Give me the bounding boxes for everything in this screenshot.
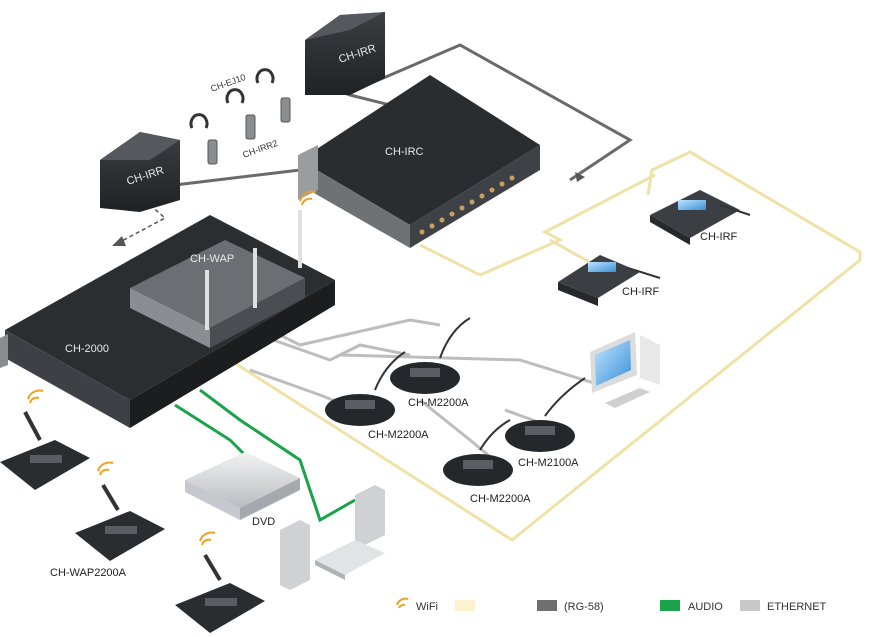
irr2-label: CH-IRR2 xyxy=(241,138,279,160)
wireless-delegate-unit xyxy=(75,483,165,561)
m2100a-label: CH-M2100A xyxy=(518,457,579,469)
ej10-label: CH-EJ10 xyxy=(209,72,247,94)
wifi-icon xyxy=(27,389,216,546)
dvd-label: DVD xyxy=(252,516,275,528)
wireless-delegate-unit xyxy=(0,411,90,490)
bnc-connectors xyxy=(419,175,515,235)
legend: WiFi (RG-58) AUDIO ETHERNET xyxy=(396,597,827,613)
dvd-player xyxy=(185,452,300,520)
m2200a-label-3: CH-M2200A xyxy=(470,493,531,505)
interpreter-unit-right xyxy=(650,190,751,245)
legend-audio-swatch xyxy=(660,600,680,611)
wap-label: CH-WAP xyxy=(190,253,234,265)
ir-radiator-left xyxy=(100,132,180,212)
legend-ethernet-swatch xyxy=(740,600,760,611)
wifi-icon xyxy=(396,597,409,609)
speaker-system xyxy=(280,485,385,590)
legend-rg58-label: (RG-58) xyxy=(564,601,604,613)
m2200a-label-1: CH-M2200A xyxy=(408,397,469,409)
irf-right-label: CH-IRF xyxy=(700,231,738,243)
wireless-delegate-unit xyxy=(175,553,265,633)
headphone-icon xyxy=(189,68,275,129)
wap2200a-label: CH-WAP2200A xyxy=(50,567,127,579)
computer-icon xyxy=(590,332,660,408)
legend-audio-label: AUDIO xyxy=(688,601,723,613)
legend-ir-swatch xyxy=(455,600,475,611)
delegate-unit xyxy=(390,317,471,394)
receiver-icon xyxy=(207,97,291,165)
cable-arrow xyxy=(575,172,585,182)
ir-radiator-top xyxy=(305,12,385,95)
ir-cable xyxy=(229,150,862,542)
ir-controller-unit xyxy=(298,75,540,248)
delegate-unit xyxy=(505,377,586,452)
irc-label: CH-IRC xyxy=(385,146,424,158)
m2200a-label-2: CH-M2200A xyxy=(368,429,429,441)
wifi-icon xyxy=(299,190,317,206)
legend-rg58-swatch xyxy=(537,600,557,611)
legend-wifi-label: WiFi xyxy=(416,601,438,613)
irf-left-label: CH-IRF xyxy=(622,286,660,298)
interpreter-unit-left xyxy=(558,255,661,306)
delegate-unit xyxy=(443,419,513,486)
ir-beam-arrowhead xyxy=(112,236,126,246)
legend-ethernet-label: ETHERNET xyxy=(767,601,827,613)
delegate-unit xyxy=(325,351,406,426)
main-unit-label: CH-2000 xyxy=(65,343,109,355)
wireless-access-point xyxy=(130,210,305,348)
